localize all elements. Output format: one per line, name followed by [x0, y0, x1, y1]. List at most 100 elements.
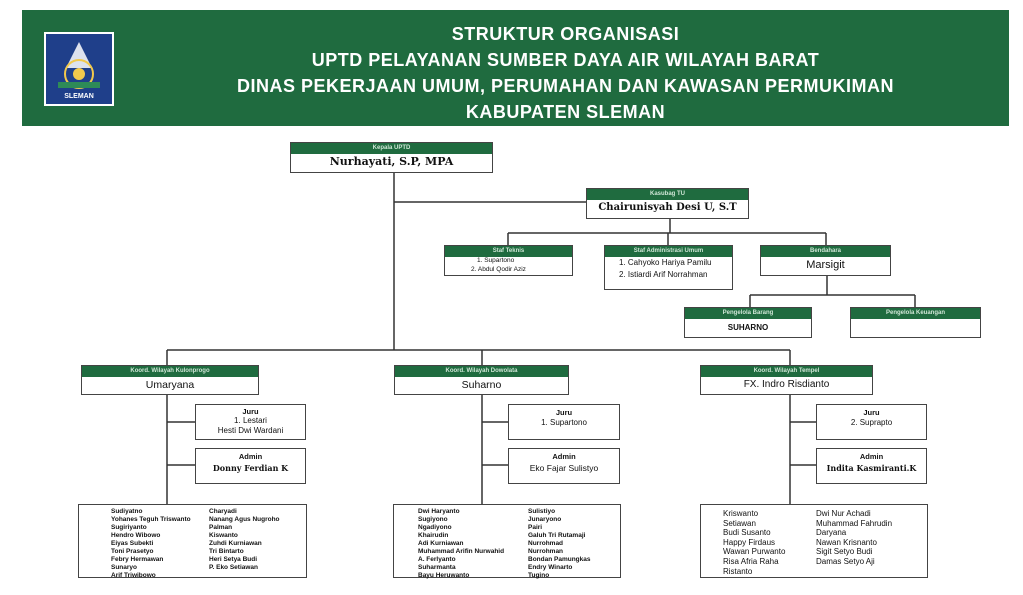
bendahara-box: Bendahara Marsigit	[760, 245, 891, 276]
staff-name: Muhammad Fahrudin	[816, 518, 893, 528]
staf-admin-title: Staf Administrasi Umum	[605, 246, 732, 257]
koord-wilayah-2-name: Suharno	[461, 379, 502, 391]
staff-name: Setiawan	[723, 518, 756, 528]
staff-name: Sugiriyanto	[111, 524, 147, 531]
admin-2-title: Admin	[552, 452, 576, 461]
staf-admin-item: 1. Cahyoko Hariya Pamilu	[619, 258, 712, 267]
koord-wilayah-2-title: Koord. Wilayah Dowolata	[395, 366, 568, 377]
staff-name: Arif Triwibowo	[111, 572, 156, 579]
koord-wilayah-1-name: Umaryana	[145, 379, 195, 391]
staff-name: Daryana	[816, 528, 847, 538]
juru-1-item: 1. Lestari	[234, 416, 267, 425]
staf-admin-item: 2. Istiardi Arif Norrahman	[619, 270, 708, 279]
koord-wilayah-3-name: FX. Indro Risdianto	[743, 379, 830, 390]
staff-name: Toni Prasetyo	[111, 548, 154, 555]
staff-name: Nurrohmad	[528, 540, 564, 547]
admin-3-name: Indita Kasmiranti.K	[826, 463, 917, 473]
koord-wilayah-1-box: Koord. Wilayah Kulonprogo Umaryana	[81, 365, 259, 395]
staff-name: Yohanes Teguh Triswanto	[111, 516, 191, 523]
staf-teknis-item: 1. Supartono	[477, 257, 515, 264]
staff-name: Sudiyatno	[111, 508, 143, 515]
staff-name: Ristanto	[723, 566, 753, 576]
staff-name: Suharmanta	[418, 564, 456, 571]
staff-name: Sigit Setyo Budi	[816, 547, 873, 557]
koord-wilayah-3-title: Koord. Wilayah Tempel	[701, 366, 872, 377]
staff-name: Nawan Krisnanto	[816, 537, 877, 547]
staf-admin-box: Staf Administrasi Umum 1. Cahyoko Hariya…	[604, 245, 733, 290]
juru-2-box: Juru 1. Supartono	[508, 404, 620, 440]
pengelola-barang-box: Pengelola Barang SUHARNO	[684, 307, 812, 338]
title-line-2: UPTD PELAYANAN SUMBER DAYA AIR WILAYAH B…	[311, 50, 820, 70]
staff-name: Heri Setya Budi	[209, 556, 258, 563]
admin-1-box: Admin Donny Ferdian K	[195, 448, 306, 484]
staff-name: Risa Afria Raha	[723, 556, 779, 566]
staff-name: A. Ferlyanto	[418, 556, 456, 563]
header-banner: SLEMAN STRUKTUR ORGANISASI UPTD PELAYANA…	[22, 10, 1009, 126]
staff-name: P. Eko Setiawan	[209, 564, 259, 571]
title-line-3: DINAS PEKERJAAN UMUM, PERUMAHAN DAN KAWA…	[236, 76, 895, 96]
koord-wilayah-1-title: Koord. Wilayah Kulonprogo	[82, 366, 258, 377]
staff-name: Sunaryo	[111, 564, 138, 571]
staf-teknis-item: 2. Abdul Qodir Aziz	[471, 265, 526, 273]
staff-name: Pairi	[528, 524, 543, 531]
staff-name: Bondan Pamungkas	[528, 556, 591, 563]
koord-wilayah-3-box: Koord. Wilayah Tempel FX. Indro Risdiant…	[700, 365, 873, 395]
staff-name: Junaryono	[528, 516, 562, 523]
juru-1-box: Juru 1. Lestari Hesti Dwi Wardani	[195, 404, 306, 440]
staff-name: Adi Kurniawan	[418, 540, 464, 547]
staff-name: Kriswanto	[723, 509, 759, 518]
staff-name: Budi Susanto	[723, 528, 771, 538]
admin-1-name: Donny Ferdian K	[212, 463, 289, 473]
admin-2-name: Eko Fajar Sulistyo	[529, 463, 599, 473]
staff-name: Kiswanto	[209, 532, 238, 539]
staff-name: Zuhdi Kurniawan	[209, 540, 262, 547]
pengelola-barang-title: Pengelola Barang	[685, 308, 811, 319]
staff-name: Tugino	[528, 572, 550, 579]
staff-name: Nanang Agus Nugroho	[209, 516, 280, 523]
kasubag-title: Kasubag TU	[587, 189, 748, 200]
kasubag-box: Kasubag TU Chairunisyah Desi U, S.T	[586, 188, 749, 219]
staff-name: Endry Winarto	[528, 564, 573, 571]
staff-name: Wawan Purwanto	[723, 547, 786, 557]
juru-2-title: Juru	[555, 408, 573, 417]
staff-name: Ngadiyono	[418, 524, 452, 531]
staff-name: Galuh Tri Rutamaji	[528, 532, 586, 539]
juru-1-item: Hesti Dwi Wardani	[217, 426, 284, 435]
admin-3-box: Admin Indita Kasmiranti.K	[816, 448, 927, 484]
title-line-1: STRUKTUR ORGANISASI	[451, 24, 680, 44]
staf-teknis-title: Staf Teknis	[445, 246, 572, 257]
logo-text: SLEMAN	[64, 93, 94, 100]
staff-name: Febry Hermawan	[111, 556, 164, 563]
staff-name: Tri Bintarto	[209, 548, 244, 555]
staff-name: Damas Setyo Aji	[816, 556, 875, 566]
koord-wilayah-2-box: Koord. Wilayah Dowolata Suharno	[394, 365, 569, 395]
sleman-logo: SLEMAN	[44, 32, 114, 106]
staff-name: Bayu Heruwanto	[418, 572, 470, 579]
admin-3-title: Admin	[859, 452, 884, 461]
staff-name: Khairudin	[418, 532, 449, 539]
pengelola-keuangan-box: Pengelola Keuangan	[850, 307, 981, 338]
staff-name: Eiyas Subekti	[111, 540, 154, 547]
staff-name: Hendro Wibowo	[111, 532, 161, 539]
staff-name: Sulistiyo	[528, 508, 556, 515]
staff-name: Dwi Haryanto	[418, 508, 460, 515]
admin-2-box: Admin Eko Fajar Sulistyo	[508, 448, 620, 484]
pengelola-keuangan-title: Pengelola Keuangan	[851, 308, 980, 319]
emblem-icon	[58, 42, 100, 89]
pengelola-barang-name: SUHARNO	[727, 323, 769, 332]
staff-name: Charyadi	[209, 508, 237, 515]
juru-3-title: Juru	[863, 408, 880, 417]
juru-1-title: Juru	[242, 407, 259, 416]
bendahara-name: Marsigit	[806, 259, 845, 271]
bendahara-title: Bendahara	[761, 246, 890, 257]
kepala-name: Nurhayati, S.P, MPA	[329, 155, 454, 168]
juru-2-item: 1. Supartono	[541, 418, 587, 427]
